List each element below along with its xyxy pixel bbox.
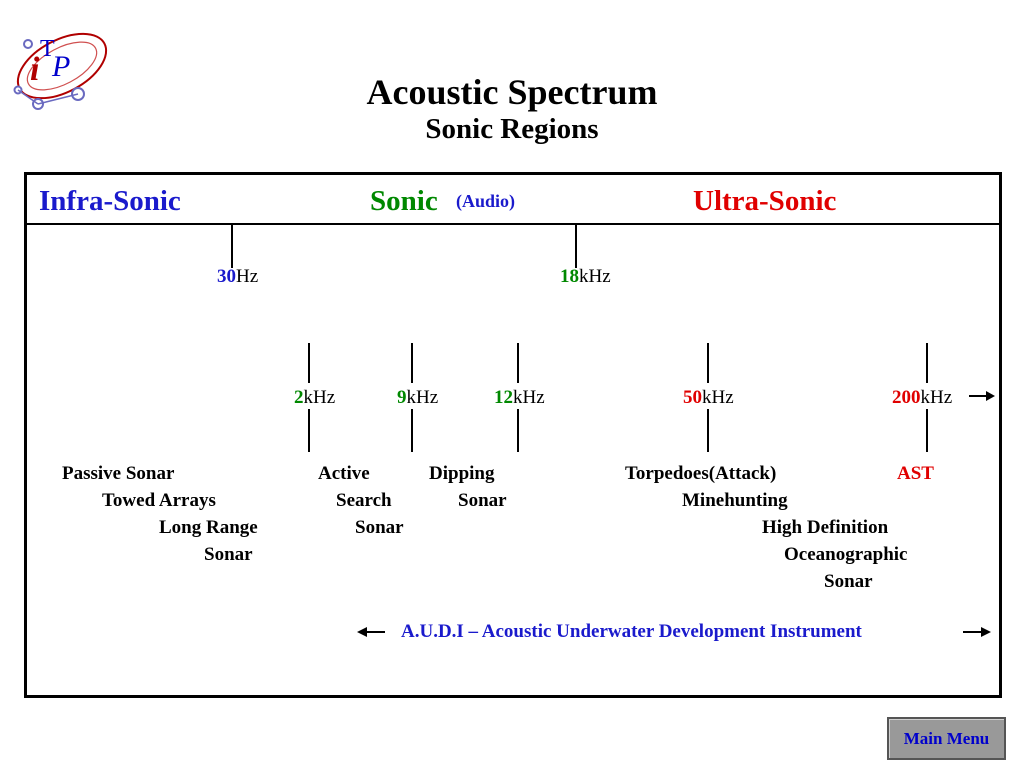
freq-tick-50khz-upper (707, 343, 709, 383)
region-audio-note: (Audio) (456, 191, 516, 211)
app-dipping-sonar-end: Sonar (458, 490, 507, 511)
freq-number: 50 (683, 387, 702, 408)
boundary-label-18khz: 18kHz (560, 266, 611, 288)
boundary-label-30hz: 30Hz (217, 266, 258, 288)
boundary-number: 18 (560, 266, 579, 287)
region-sonic: Sonic (370, 185, 438, 217)
logo-letter-t: T (40, 36, 55, 62)
app-ast: AST (897, 463, 934, 484)
app-search: Search (336, 490, 392, 511)
page-subtitle: Sonic Regions (425, 113, 599, 145)
header-divider (26, 223, 1000, 225)
freq-unit: kHz (406, 387, 439, 408)
app-long-range: Long Range (159, 517, 258, 538)
arrow-left-icon (357, 627, 385, 637)
freq-unit: kHz (702, 387, 734, 408)
app-dipping: Dipping (429, 463, 495, 484)
freq-label-12khz: 12kHz (494, 387, 545, 409)
boundary-tick-30hz (231, 225, 233, 268)
arrow-right-icon (963, 627, 991, 637)
boundary-unit: kHz (579, 266, 611, 287)
app-high-definition: High Definition (762, 517, 889, 538)
app-minehunting: Minehunting (682, 490, 788, 511)
freq-tick-9khz-upper (411, 343, 413, 383)
freq-label-2khz: 2kHz (294, 387, 335, 409)
boundary-tick-18khz (575, 225, 577, 268)
freq-number: 12 (494, 387, 513, 408)
freq-tick-2khz-upper (308, 343, 310, 383)
freq-tick-12khz-upper (517, 343, 519, 383)
freq-unit: kHz (920, 387, 953, 408)
freq-tick-2khz-lower (308, 409, 310, 452)
boundary-number: 30 (217, 266, 236, 287)
region-ultra-sonic: Ultra-Sonic (693, 185, 837, 217)
app-passive-sonar-end: Sonar (204, 544, 253, 565)
app-oceanographic: Oceanographic (784, 544, 908, 565)
audi-instrument-label: A.U.D.I – Acoustic Underwater Developmen… (401, 621, 862, 642)
main-menu-button[interactable]: Main Menu (887, 717, 1006, 760)
freq-tick-12khz-lower (517, 409, 519, 452)
app-active: Active (318, 463, 370, 484)
freq-label-50khz: 50kHz (683, 387, 734, 409)
app-oceanographic-sonar-end: Sonar (824, 571, 873, 592)
freq-tick-200khz-upper (926, 343, 928, 383)
logo-ring-inner (26, 41, 98, 91)
app-towed-arrays: Towed Arrays (102, 490, 216, 511)
freq-number: 200 (892, 387, 921, 408)
freq-number: 2 (294, 387, 304, 408)
logo-letter-i: i (30, 51, 40, 88)
page-title: Acoustic Spectrum (366, 72, 658, 112)
freq-tick-9khz-lower (411, 409, 413, 452)
app-passive-sonar: Passive Sonar (62, 463, 175, 484)
freq-tick-50khz-lower (707, 409, 709, 452)
diagram-frame (24, 172, 1002, 698)
app-active-sonar-end: Sonar (355, 517, 404, 538)
boundary-unit: Hz (236, 266, 259, 287)
freq-label-9khz: 9kHz (397, 387, 438, 409)
logo-letter-p: P (51, 50, 70, 83)
region-infra-sonic: Infra-Sonic (39, 185, 181, 217)
freq-label-200khz: 200kHz (892, 387, 952, 409)
app-torpedoes-attack: Torpedoes(Attack) (625, 463, 777, 484)
arrow-right-icon (969, 391, 995, 401)
itp-logo: i T P (13, 32, 108, 110)
freq-number: 9 (397, 387, 407, 408)
freq-tick-200khz-lower (926, 409, 928, 452)
freq-unit: kHz (513, 387, 545, 408)
logo-node-top (23, 39, 33, 49)
freq-unit: kHz (303, 387, 336, 408)
